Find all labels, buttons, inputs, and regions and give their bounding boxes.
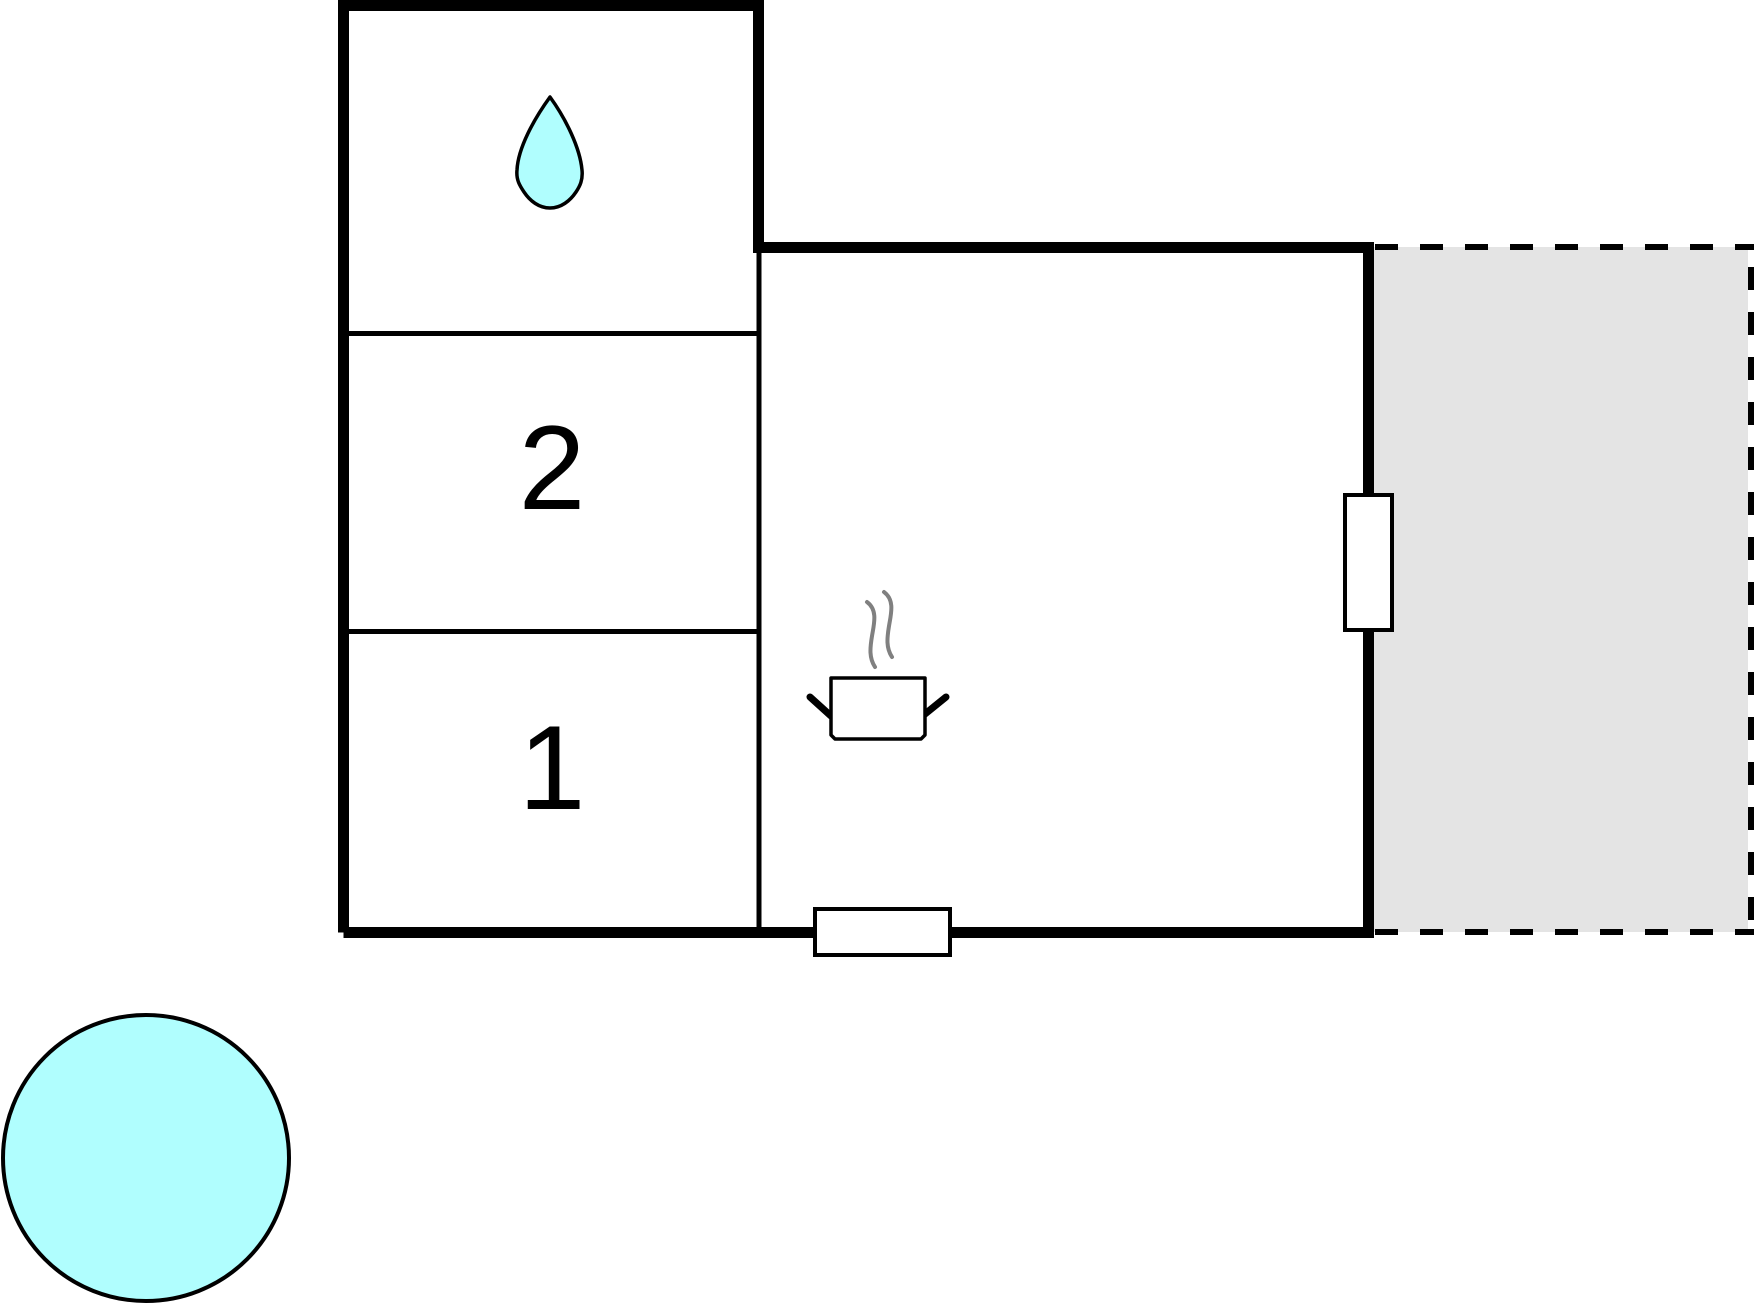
interior-walls [343,248,762,932]
pool-icon [1,1013,291,1303]
exterior-walls [338,0,1374,938]
door-right [1343,493,1394,632]
door-bottom [813,907,952,957]
water-drop-icon [515,95,584,210]
room-label-2: 2 [519,401,586,535]
terrace [1372,244,1754,935]
room-label-1: 1 [519,701,586,835]
cooking-pot-icon [806,590,950,741]
